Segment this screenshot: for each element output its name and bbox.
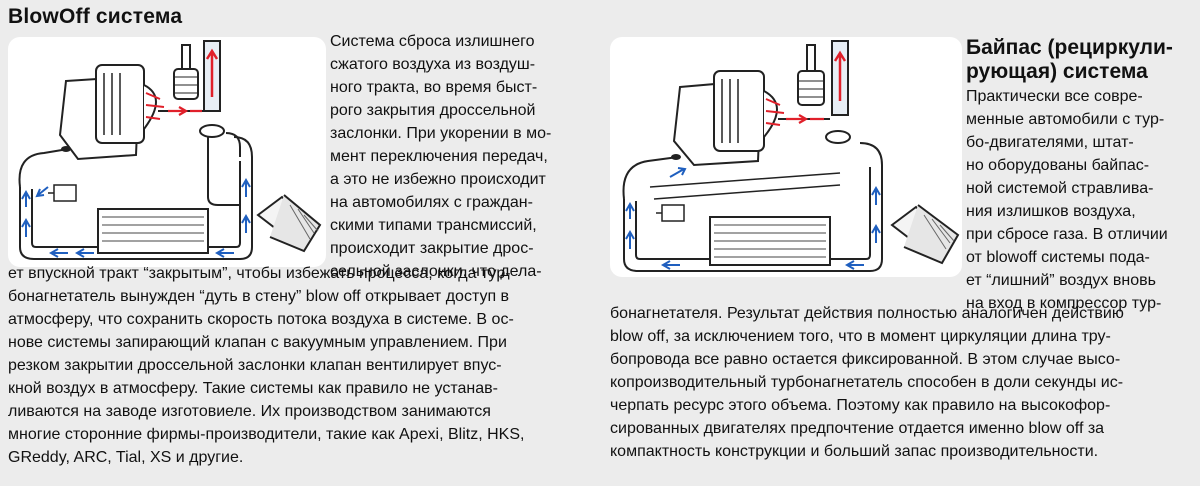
text-line: ет “лишний” воздух вновь xyxy=(966,272,1156,289)
text-line: скими типами трансмиссий, xyxy=(330,217,537,234)
intake-loop-pipe xyxy=(622,142,883,272)
text-line: мент переключения передач, xyxy=(330,148,548,165)
text-line: многие сторонние фирмы-производители, та… xyxy=(8,426,525,443)
text-line: ливаются на заводе изготовиеле. Их произ… xyxy=(8,403,491,420)
text-line: сжатого воздуха из воздуш- xyxy=(330,56,536,73)
text-line: копроизводительный турбонагнетатель спос… xyxy=(610,374,1124,391)
text-line: кной воздух в атмосферу. Такие системы к… xyxy=(8,380,498,397)
turbocharger-icon xyxy=(713,70,785,152)
text-line: заслонки. При укорении в мо- xyxy=(330,125,552,142)
text-line: при сбросе газа. В отличии xyxy=(966,226,1168,243)
text-line: сельной заслонки, что дела- xyxy=(330,263,542,280)
air-filter-icon xyxy=(890,204,960,265)
cold-air-flow-arrows xyxy=(21,177,251,258)
blowoff-title: BlowOff система xyxy=(8,5,183,28)
intake-loop-pipe xyxy=(207,132,241,206)
text-line: атмосферу, что сохранить скорость потока… xyxy=(8,311,514,328)
text-line: нове системы запирающий клапан с вакуумн… xyxy=(8,334,507,351)
bypass-title-line-1: Байпас (рециркули- xyxy=(966,36,1173,59)
text-line: на автомобилях с граждан- xyxy=(330,194,533,211)
text-line: ной системой стравлива- xyxy=(966,180,1154,197)
pipe-clamp xyxy=(671,154,681,160)
bypass-diagram-svg xyxy=(622,40,960,272)
bypass-section: Байпас (рециркули- рующая) система Практ… xyxy=(600,0,1200,486)
text-line: рого закрытия дроссельной xyxy=(330,102,536,119)
turbocharger-icon xyxy=(95,64,165,144)
text-line: бонагнетателя. Результат действия полнос… xyxy=(610,305,1124,322)
text-line: blow off, за исключением того, что в мом… xyxy=(610,328,1111,345)
text-line: Система сброса излишнего xyxy=(330,33,535,50)
text-line: менные автомобили с тур- xyxy=(966,111,1165,128)
text-line: на вход в компрессор тур- xyxy=(966,295,1162,312)
bypass-valve-icon xyxy=(797,44,825,106)
sensor-icon xyxy=(656,204,685,222)
text-line: Практически все совре- xyxy=(966,88,1143,105)
blowoff-diagram-svg xyxy=(18,40,322,260)
bypass-text-wide: бонагнетателя. Результат действия полнос… xyxy=(610,302,1200,463)
text-line: ного тракта, во время быст- xyxy=(330,79,538,96)
blowoff-text-narrow: Система сброса излишнего сжатого воздуха… xyxy=(330,30,596,283)
text-line: а это не избежно происходит xyxy=(330,171,546,188)
throttle-body xyxy=(825,130,851,144)
air-filter-icon xyxy=(256,194,322,253)
throttle-body xyxy=(199,124,225,138)
blowoff-diagram xyxy=(8,37,326,267)
intercooler-icon xyxy=(97,208,209,254)
text-line: ет впускной тракт “закрытым”, чтобы избе… xyxy=(8,265,511,282)
blowoff-valve-icon xyxy=(173,44,199,100)
text-line: происходит закрытие дрос- xyxy=(330,240,534,257)
bypass-diagram xyxy=(610,37,962,277)
text-line: но оборудованы байпас- xyxy=(966,157,1150,174)
blowoff-text-wide: ет впускной тракт “закрытым”, чтобы избе… xyxy=(8,262,596,469)
bypass-text-narrow: Практически все совре- менные автомобили… xyxy=(966,85,1198,315)
cold-air-flow-arrows xyxy=(625,167,881,270)
text-line: бо-двигателями, штат- xyxy=(966,134,1134,151)
text-line: сированных двигателях предпочтение отдае… xyxy=(610,420,1105,437)
text-line: резком закрытии дроссельной заслонки кла… xyxy=(8,357,502,374)
sensor-icon xyxy=(48,184,77,202)
text-line: от blowoff системы пода- xyxy=(966,249,1150,266)
text-line: ния излишков воздуха, xyxy=(966,203,1136,220)
bypass-title-line-2: рующая) система xyxy=(966,60,1148,83)
text-line: компактность конструкции и больший запас… xyxy=(610,443,1099,460)
text-line: бонагнетатель вынужден “дуть в стену” bl… xyxy=(8,288,510,305)
intercooler-icon xyxy=(709,216,831,266)
text-line: GReddy, ARC, Tial, XS и другие. xyxy=(8,449,244,466)
text-line: черпать ресурс этого объема. Поэтому как… xyxy=(610,397,1111,414)
bypass-title: Байпас (рециркули- рующая) система xyxy=(966,36,1200,84)
blowoff-section: BlowOff система xyxy=(8,5,596,469)
pipe-clamp xyxy=(61,146,71,152)
text-line: бопровода все равно остается фиксированн… xyxy=(610,351,1121,368)
